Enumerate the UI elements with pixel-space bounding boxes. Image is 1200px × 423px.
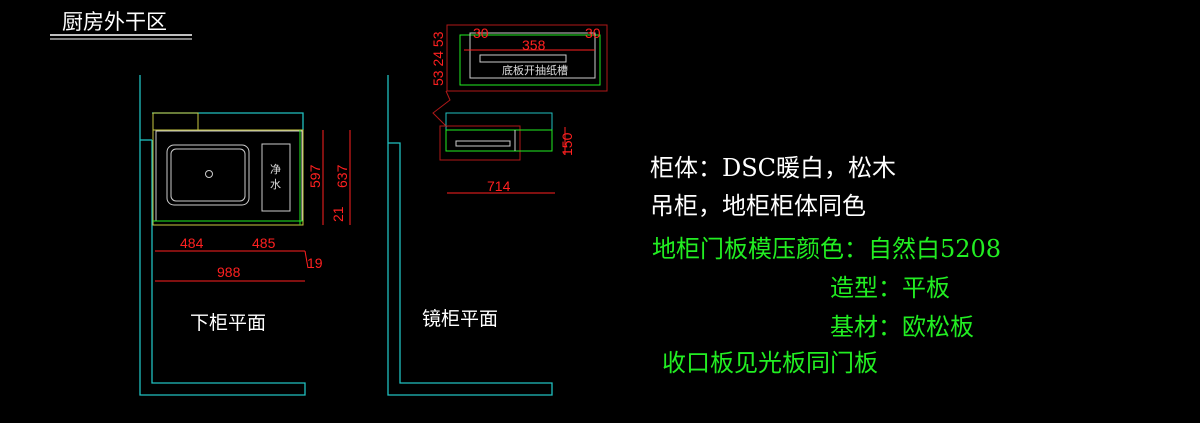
- mirror-cabinet-plan: [439, 112, 553, 161]
- dim-358: 358: [522, 37, 546, 53]
- sink-mark-1: 净: [270, 162, 281, 176]
- dim-30-right: 30: [585, 25, 601, 41]
- sink-mark-2: 水: [270, 178, 281, 191]
- dim-21: 21: [330, 206, 346, 222]
- dim-988: 988: [217, 264, 241, 280]
- dim-597: 597: [307, 164, 323, 188]
- lower-cabinet-label: 下柜平面: [190, 312, 267, 334]
- note-cabinet-body: 柜体：DSC暖白，松木: [650, 154, 897, 182]
- dim-53-24-53: 53 24 53: [430, 31, 446, 86]
- lower-dimension-lines: [155, 130, 351, 282]
- lower-cabinet-plan: [152, 112, 304, 226]
- note-material: 基材：欧松板: [830, 313, 974, 341]
- note-trim: 收口板见光板同门板: [662, 349, 878, 377]
- mirror-dimension-lines: [447, 49, 595, 194]
- wall-mirror: [387, 75, 553, 396]
- dim-30-left: 30: [473, 25, 489, 41]
- dim-714: 714: [487, 178, 511, 194]
- wall-lower: [139, 75, 306, 396]
- note-style: 造型：平板: [830, 274, 950, 302]
- mirror-cabinet-label: 镜柜平面: [422, 308, 499, 330]
- dim-637: 637: [334, 164, 350, 188]
- detail-text: 底板开抽纸槽: [502, 63, 568, 77]
- dim-150: 150: [559, 132, 575, 156]
- mirror-cabinet-section: [432, 24, 608, 128]
- dim-484: 484: [180, 235, 204, 251]
- page-title: 厨房外干区: [62, 10, 167, 34]
- dim-485: 485: [252, 235, 276, 251]
- dim-19: 19: [307, 255, 323, 271]
- note-door-color: 地柜门板模压颜色：自然白5208: [652, 235, 1002, 263]
- note-same-color: 吊柜，地柜柜体同色: [650, 192, 866, 220]
